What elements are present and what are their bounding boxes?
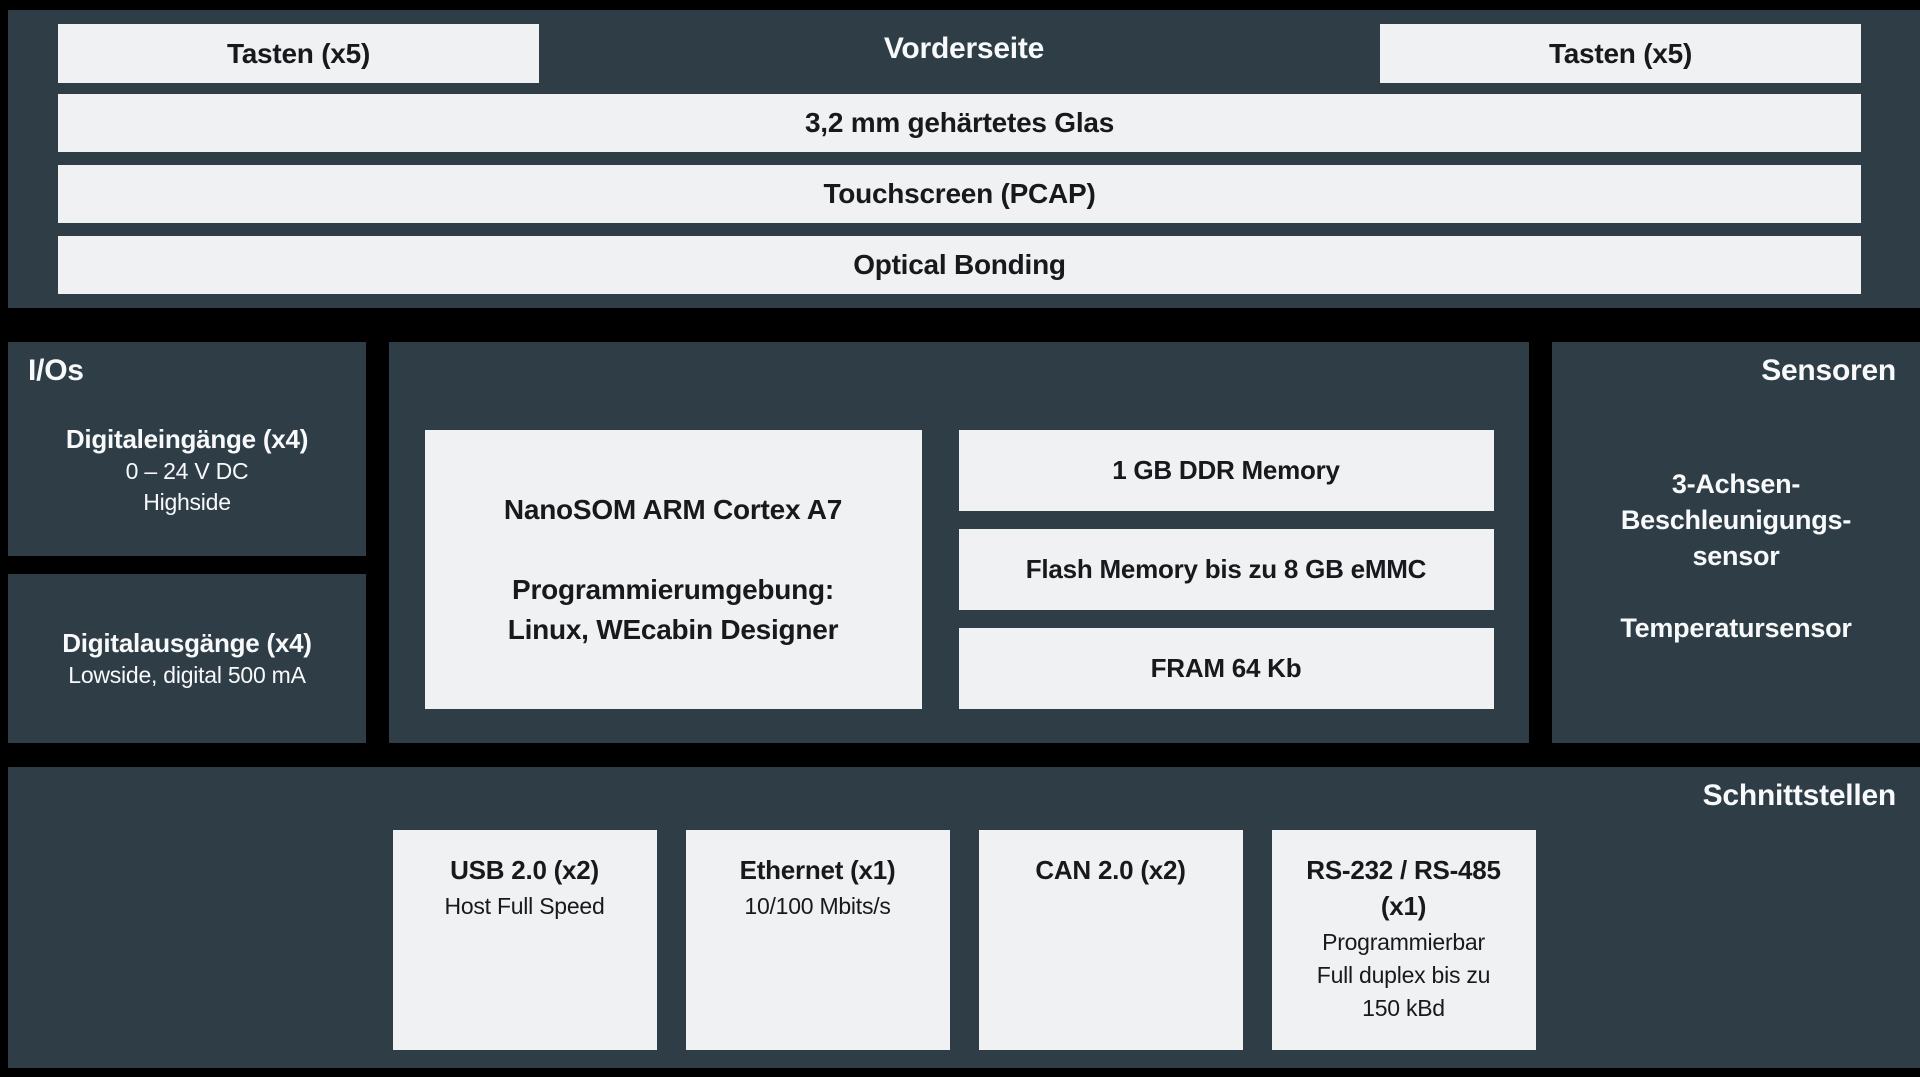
serial-heading: RS-232 / RS-485	[1306, 855, 1501, 885]
serial-detail-line: Programmierbar	[1322, 929, 1485, 955]
memory-column: 1 GB DDR Memory Flash Memory bis zu 8 GB…	[958, 430, 1494, 709]
sensors-panel: Sensoren 3-Achsen- Beschleunigungs- sens…	[1552, 342, 1920, 743]
ethernet-detail-line: 10/100 Mbits/s	[744, 893, 891, 919]
accelerometer-line: sensor	[1692, 540, 1780, 571]
digital-outputs-panel: Digitalausgänge (x4) Lowside, digital 50…	[8, 574, 366, 743]
ethernet-box: Ethernet (x1) 10/100 Mbits/s	[685, 830, 950, 1050]
serial-detail-line: 150 kBd	[1362, 995, 1445, 1021]
sensors-list: 3-Achsen- Beschleunigungs- sensor Temper…	[1552, 388, 1920, 743]
interfaces-title: Schnittstellen	[1702, 779, 1897, 812]
layer-touchscreen: Touchscreen (PCAP)	[58, 165, 1861, 223]
digital-inputs-block: Digitaleingänge (x4) 0 – 24 V DC Highsid…	[8, 388, 366, 556]
layer-hardened-glass: 3,2 mm gehärtetes Glas	[58, 94, 1861, 152]
som-environment-value: Linux, WEcabin Designer	[507, 613, 839, 645]
middle-row: I/Os Digitaleingänge (x4) 0 – 24 V DC Hi…	[8, 342, 1920, 743]
accelerometer-line: Beschleunigungs-	[1620, 504, 1852, 535]
buttons-right-box: Tasten (x5)	[1380, 24, 1861, 83]
som-box: NanoSOM ARM Cortex A7 Programmierumgebun…	[424, 430, 922, 709]
memory-box-fram: FRAM 64 Kb	[958, 628, 1494, 709]
processor-panel: NanoSOM ARM Cortex A7 Programmierumgebun…	[389, 342, 1529, 743]
serial-detail-line: Full duplex bis zu	[1316, 962, 1491, 988]
serial-heading-count: (x1)	[1380, 891, 1427, 921]
front-panel-title: Vorderseite	[883, 32, 1045, 65]
layer-optical-bonding: Optical Bonding	[58, 236, 1861, 294]
usb-heading: USB 2.0 (x2)	[450, 855, 599, 885]
io-section-title: I/Os	[28, 354, 84, 387]
serial-details: Programmierbar Full duplex bis zu 150 kB…	[1280, 926, 1528, 1025]
temperature-sensor-label: Temperatursensor	[1620, 612, 1852, 643]
digital-outputs-side: Lowside, digital 500 mA	[68, 661, 306, 688]
usb-detail-line: Host Full Speed	[444, 893, 605, 919]
accelerometer-line: 3-Achsen-	[1671, 468, 1801, 499]
can-heading: CAN 2.0 (x2)	[1035, 855, 1186, 885]
serial-box: RS-232 / RS-485 (x1) Programmierbar Full…	[1271, 830, 1536, 1050]
memory-box-flash: Flash Memory bis zu 8 GB eMMC	[958, 529, 1494, 610]
usb-details: Host Full Speed	[401, 890, 649, 923]
can-box: CAN 2.0 (x2)	[978, 830, 1243, 1050]
digital-inputs-panel: I/Os Digitaleingänge (x4) 0 – 24 V DC Hi…	[8, 342, 366, 556]
som-environment-label: Programmierumgebung:	[512, 573, 834, 605]
som-processor-line: NanoSOM ARM Cortex A7	[503, 493, 843, 525]
digital-inputs-heading: Digitaleingänge (x4)	[65, 423, 309, 454]
digital-inputs-voltage: 0 – 24 V DC	[125, 457, 249, 484]
interfaces-row: USB 2.0 (x2) Host Full Speed Ethernet (x…	[8, 767, 1920, 1050]
front-buttons-row: Tasten (x5) Tasten (x5)	[58, 24, 1861, 83]
digital-inputs-side: Highside	[143, 488, 231, 515]
sensors-title: Sensoren	[1761, 354, 1896, 387]
buttons-left-box: Tasten (x5)	[58, 24, 539, 83]
digital-outputs-heading: Digitalausgänge (x4)	[62, 627, 312, 658]
usb-box: USB 2.0 (x2) Host Full Speed	[392, 830, 657, 1050]
ethernet-details: 10/100 Mbits/s	[694, 890, 942, 923]
io-column: I/Os Digitaleingänge (x4) 0 – 24 V DC Hi…	[8, 342, 366, 743]
front-panel: Vorderseite Tasten (x5) Tasten (x5) 3,2 …	[8, 10, 1920, 308]
memory-box-ddr: 1 GB DDR Memory	[958, 430, 1494, 511]
ethernet-heading: Ethernet (x1)	[739, 855, 896, 885]
interfaces-panel: Schnittstellen USB 2.0 (x2) Host Full Sp…	[8, 767, 1920, 1068]
